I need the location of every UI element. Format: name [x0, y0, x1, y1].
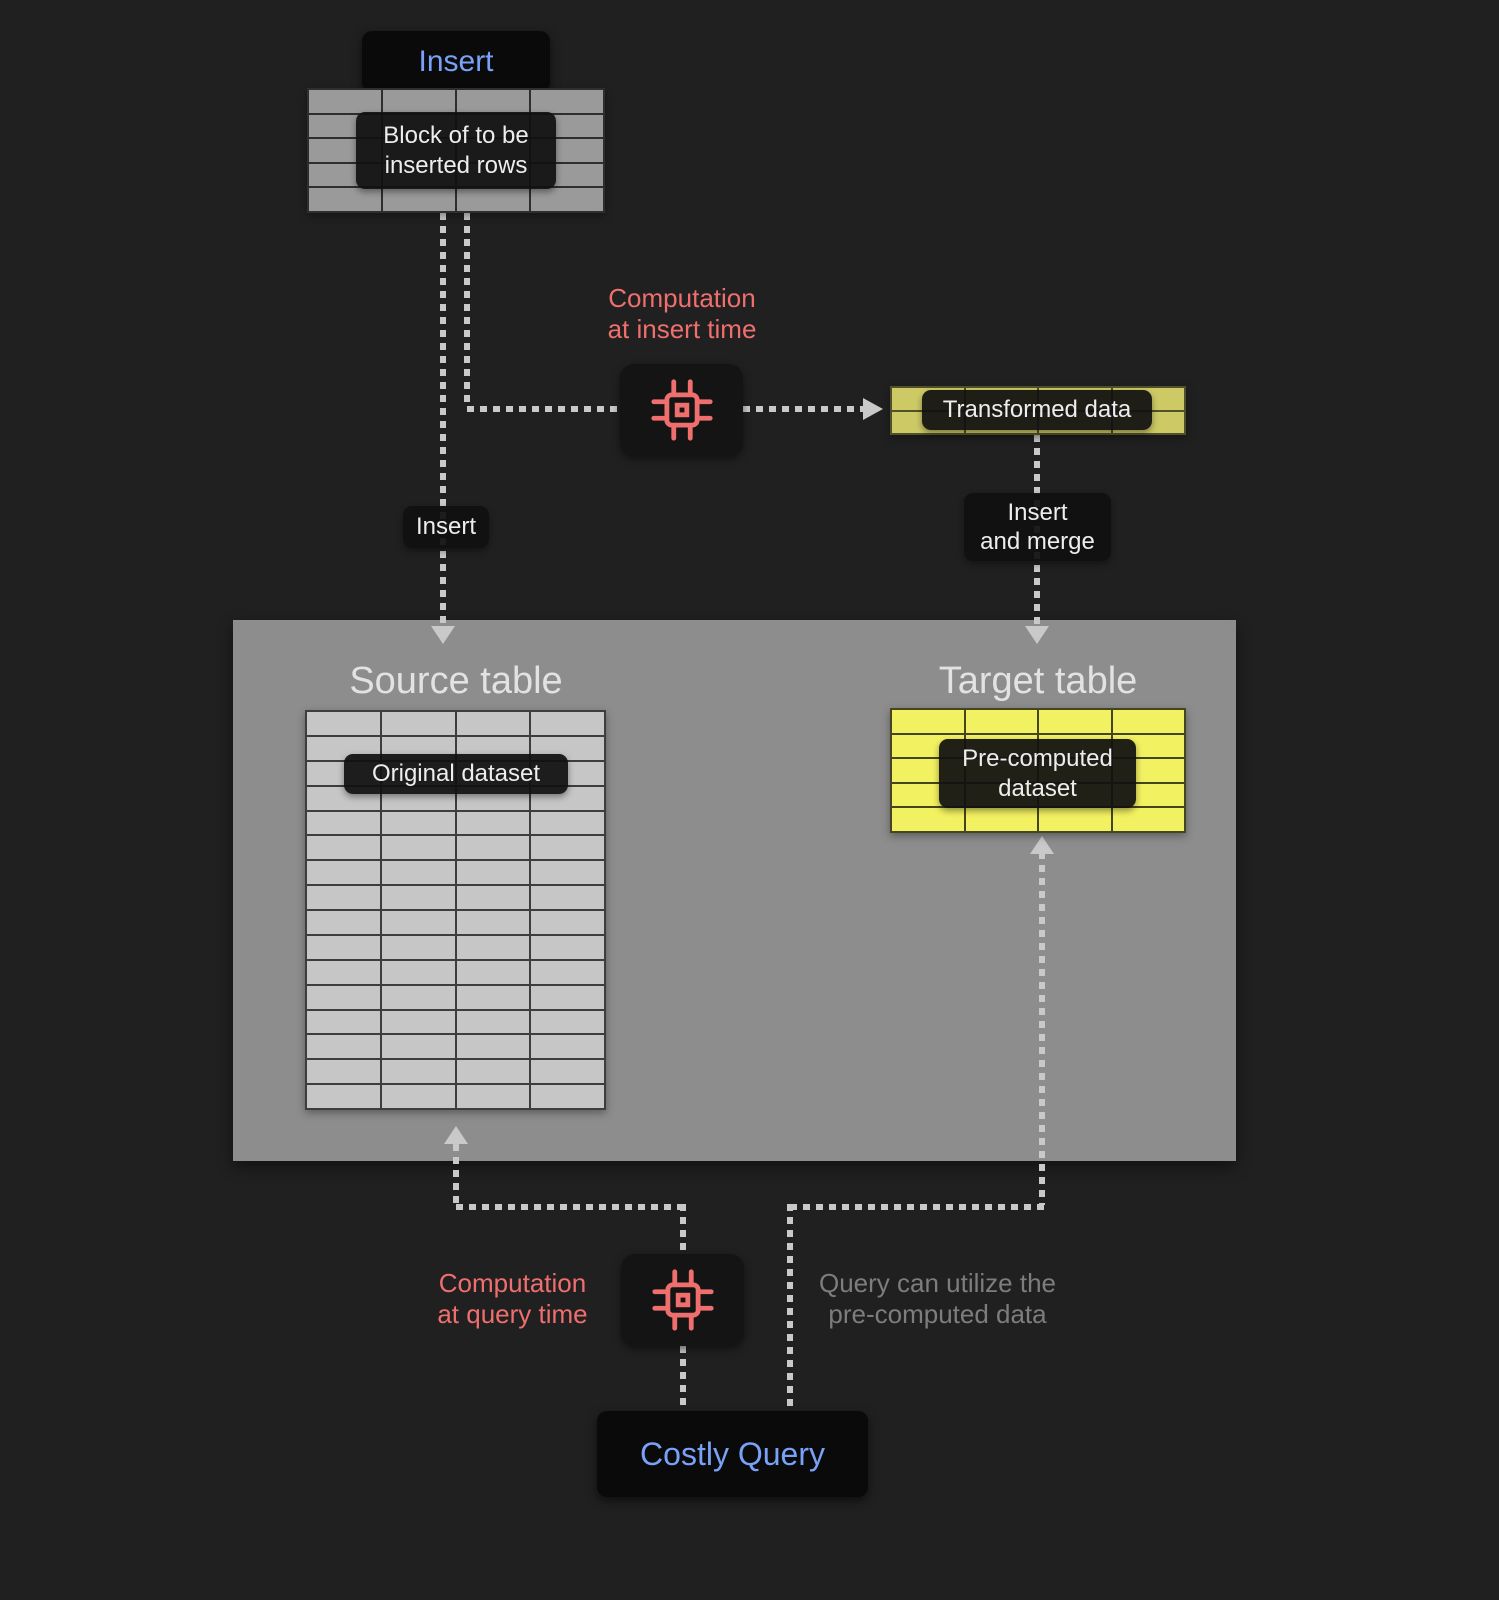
insert-edge-label: Insert	[403, 506, 489, 548]
transformed-data-caption: Transformed data	[922, 390, 1152, 430]
edge-insert-to-source-arrow	[431, 626, 455, 644]
insert-title-label: Insert	[418, 44, 494, 78]
edge-transformed-to-target-arrow	[1025, 626, 1049, 644]
edge-insert-to-source-line	[440, 213, 446, 628]
insert-title-box: Insert	[362, 31, 550, 92]
edge-costly-to-target-vline1	[787, 1204, 793, 1412]
costly-query-box: Costly Query	[597, 1411, 868, 1497]
cpu-insert-box	[620, 364, 743, 456]
edge-insert-to-cpu-hline	[467, 406, 620, 412]
source-table-title: Source table	[349, 660, 563, 702]
edge-insert-to-cpu-vline	[464, 213, 470, 406]
insert-merge-edge-label: Insert and merge	[964, 493, 1111, 561]
insert-block-caption: Block of to be inserted rows	[356, 112, 556, 189]
edge-query-to-source-hline	[456, 1204, 683, 1210]
edge-costly-to-target-vline2	[1039, 852, 1045, 1205]
cpu-icon	[651, 1269, 714, 1331]
costly-query-label: Costly Query	[640, 1435, 825, 1472]
target-table-caption: Pre-computed dataset	[939, 739, 1136, 808]
cpu-icon	[650, 379, 713, 441]
computation-insert-note: Computation at insert time	[607, 283, 757, 344]
edge-costly-to-target-hline	[790, 1204, 1045, 1210]
edge-cpu2-top-line	[680, 1204, 686, 1255]
edge-query-to-source-vline	[453, 1144, 459, 1207]
edge-query-to-source-arrow	[444, 1126, 468, 1144]
cpu-query-box	[621, 1254, 744, 1346]
edge-cpu-to-transformed-line	[743, 406, 865, 412]
edge-costly-to-cpu2-line	[680, 1346, 686, 1412]
query-utilize-note: Query can utilize the pre-computed data	[818, 1268, 1056, 1329]
edge-costly-to-target-arrow	[1030, 836, 1054, 854]
computation-query-note: Computation at query time	[437, 1268, 588, 1329]
edge-cpu-to-transformed-arrow	[863, 398, 883, 420]
target-table-title: Target table	[938, 660, 1138, 702]
source-table-caption: Original dataset	[344, 754, 568, 794]
